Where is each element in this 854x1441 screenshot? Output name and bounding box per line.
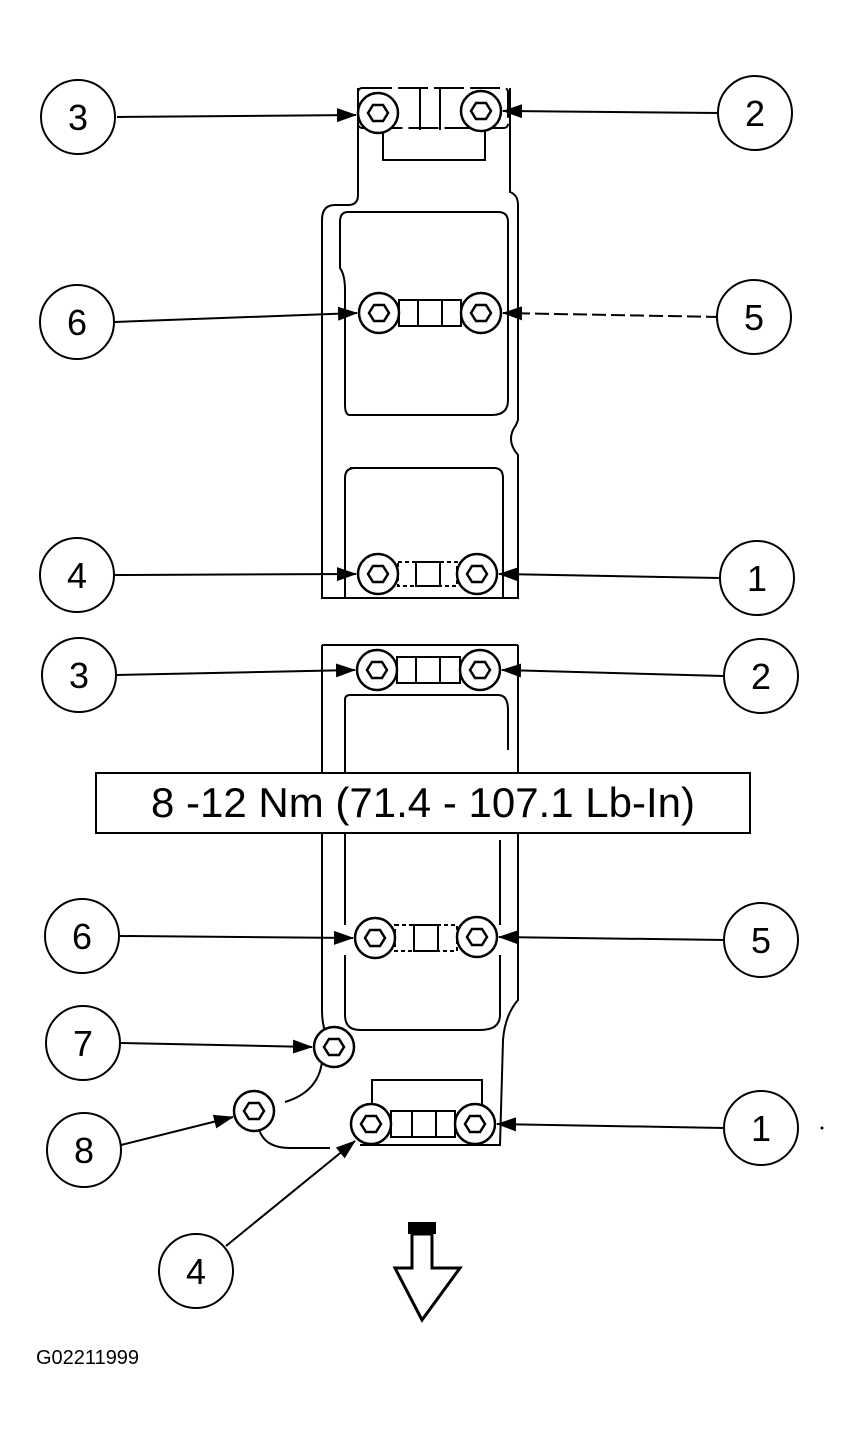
bolt-lower-5 — [455, 915, 499, 959]
svg-text:6: 6 — [72, 916, 92, 957]
callout-upper-1: 1 — [719, 540, 795, 616]
bolt-lower-3 — [355, 648, 399, 692]
bolt-upper-4 — [356, 552, 400, 596]
svg-text:4: 4 — [186, 1251, 206, 1292]
callout-lower-5: 5 — [723, 902, 799, 978]
svg-text:2: 2 — [745, 93, 765, 134]
torque-spec-label: 8 -12 Nm (71.4 - 107.1 Lb-In) — [95, 772, 751, 834]
callout-upper-6: 6 — [39, 284, 115, 360]
bolt-pair-connectors — [390, 299, 462, 1138]
svg-text:2: 2 — [751, 656, 771, 697]
callout-lower-8: 8 — [46, 1112, 122, 1188]
bolt-upper-5 — [459, 291, 503, 335]
callout-upper-3: 3 — [40, 79, 116, 155]
svg-text:1: 1 — [747, 558, 767, 599]
svg-text:8: 8 — [74, 1130, 94, 1171]
stray-dot — [820, 1126, 824, 1130]
svg-text:1: 1 — [751, 1108, 771, 1149]
svg-text:3: 3 — [69, 655, 89, 696]
bolts — [232, 89, 503, 1146]
callout-upper-4: 4 — [39, 537, 115, 613]
down-arrow-icon — [392, 1222, 463, 1323]
bolt-lower-1 — [453, 1102, 497, 1146]
figure-id: G02211999 — [36, 1347, 140, 1369]
svg-text:5: 5 — [751, 920, 771, 961]
svg-text:3: 3 — [68, 97, 88, 138]
svg-text:5: 5 — [744, 297, 764, 338]
bolt-upper-6 — [357, 291, 401, 335]
bolt-upper-2 — [459, 89, 503, 133]
bolt-lower-4 — [349, 1102, 393, 1146]
callout-lower-7: 7 — [45, 1005, 121, 1081]
bolt-upper-3 — [356, 91, 400, 135]
callouts: 3 2 6 5 4 1 3 2 6 5 7 8 4 1 — [39, 75, 799, 1309]
callout-lower-3: 3 — [41, 637, 117, 713]
leader-arrows — [114, 104, 726, 1247]
upper-bearing-cap — [321, 87, 519, 599]
svg-text:7: 7 — [73, 1023, 93, 1064]
svg-text:6: 6 — [67, 302, 87, 343]
svg-text:4: 4 — [67, 555, 87, 596]
callout-lower-1: 1 — [723, 1090, 799, 1166]
bolt-lower-2 — [458, 648, 502, 692]
callout-lower-2: 2 — [723, 638, 799, 714]
lower-bearing-cap — [257, 644, 519, 1149]
callout-upper-2: 2 — [717, 75, 793, 151]
bolt-upper-1 — [455, 552, 499, 596]
bolt-lower-7 — [312, 1025, 356, 1069]
bolt-lower-6 — [353, 916, 397, 960]
bolt-lower-8 — [232, 1089, 276, 1133]
callout-upper-5: 5 — [716, 279, 792, 355]
callout-lower-4: 4 — [158, 1233, 234, 1309]
callout-lower-6: 6 — [44, 898, 120, 974]
